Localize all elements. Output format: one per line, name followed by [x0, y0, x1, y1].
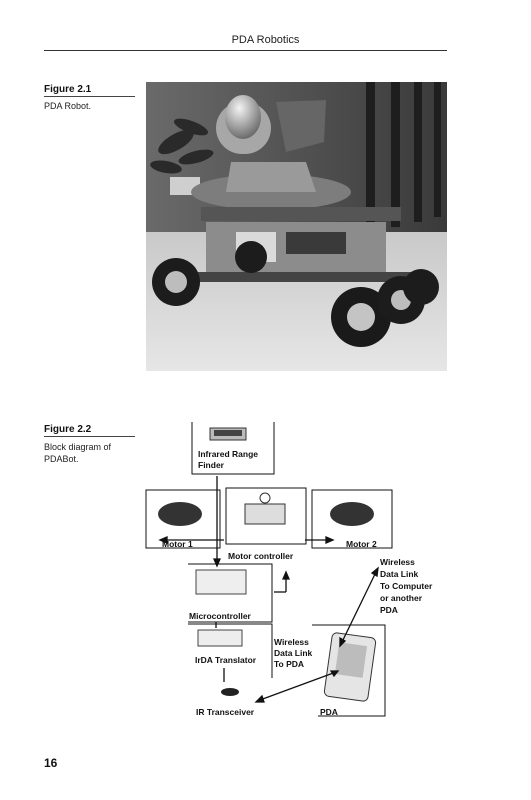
range-finder-label-2: Finder	[198, 460, 225, 470]
wireless-computer-line-3: To Computer	[380, 581, 433, 591]
figure-2-caption: Block diagram of PDABot.	[44, 442, 112, 464]
wireless-pda-line-1: Wireless	[274, 637, 309, 647]
pda-label: PDA	[320, 707, 338, 717]
page-number: 16	[44, 756, 58, 770]
wireless-pda-line-2: Data Link	[274, 648, 313, 658]
microcontroller-label: Microcontroller	[189, 611, 252, 621]
range-finder-label-1: Infrared Range	[198, 449, 258, 459]
motor1-label: Motor 1	[162, 539, 193, 549]
header-rule	[44, 50, 447, 51]
figure-1-label: Figure 2.1	[44, 84, 92, 95]
irda-label: IrDA Translator	[195, 655, 257, 665]
wireless-computer-line-4: or another	[380, 593, 423, 603]
wireless-computer-line-2: Data Link	[380, 569, 419, 579]
figure-2-rule	[44, 436, 135, 437]
wireless-pda-line-3: To PDA	[274, 659, 304, 669]
figure-1-rule	[44, 96, 135, 97]
transceiver-label: IR Transceiver	[196, 707, 255, 717]
wireless-computer-line-1: Wireless	[380, 557, 415, 567]
figure-1-caption: PDA Robot.	[44, 101, 92, 111]
motor2-label: Motor 2	[346, 539, 377, 549]
figure-2-label: Figure 2.2	[44, 424, 92, 435]
motor-controller-label: Motor controller	[228, 551, 294, 561]
robot-photo	[146, 82, 447, 371]
block-diagram: Infrared Range Finder Motor 1 Motor cont…	[145, 422, 433, 717]
wireless-computer-line-5: PDA	[380, 605, 398, 615]
page-header-title: PDA Robotics	[231, 34, 300, 46]
